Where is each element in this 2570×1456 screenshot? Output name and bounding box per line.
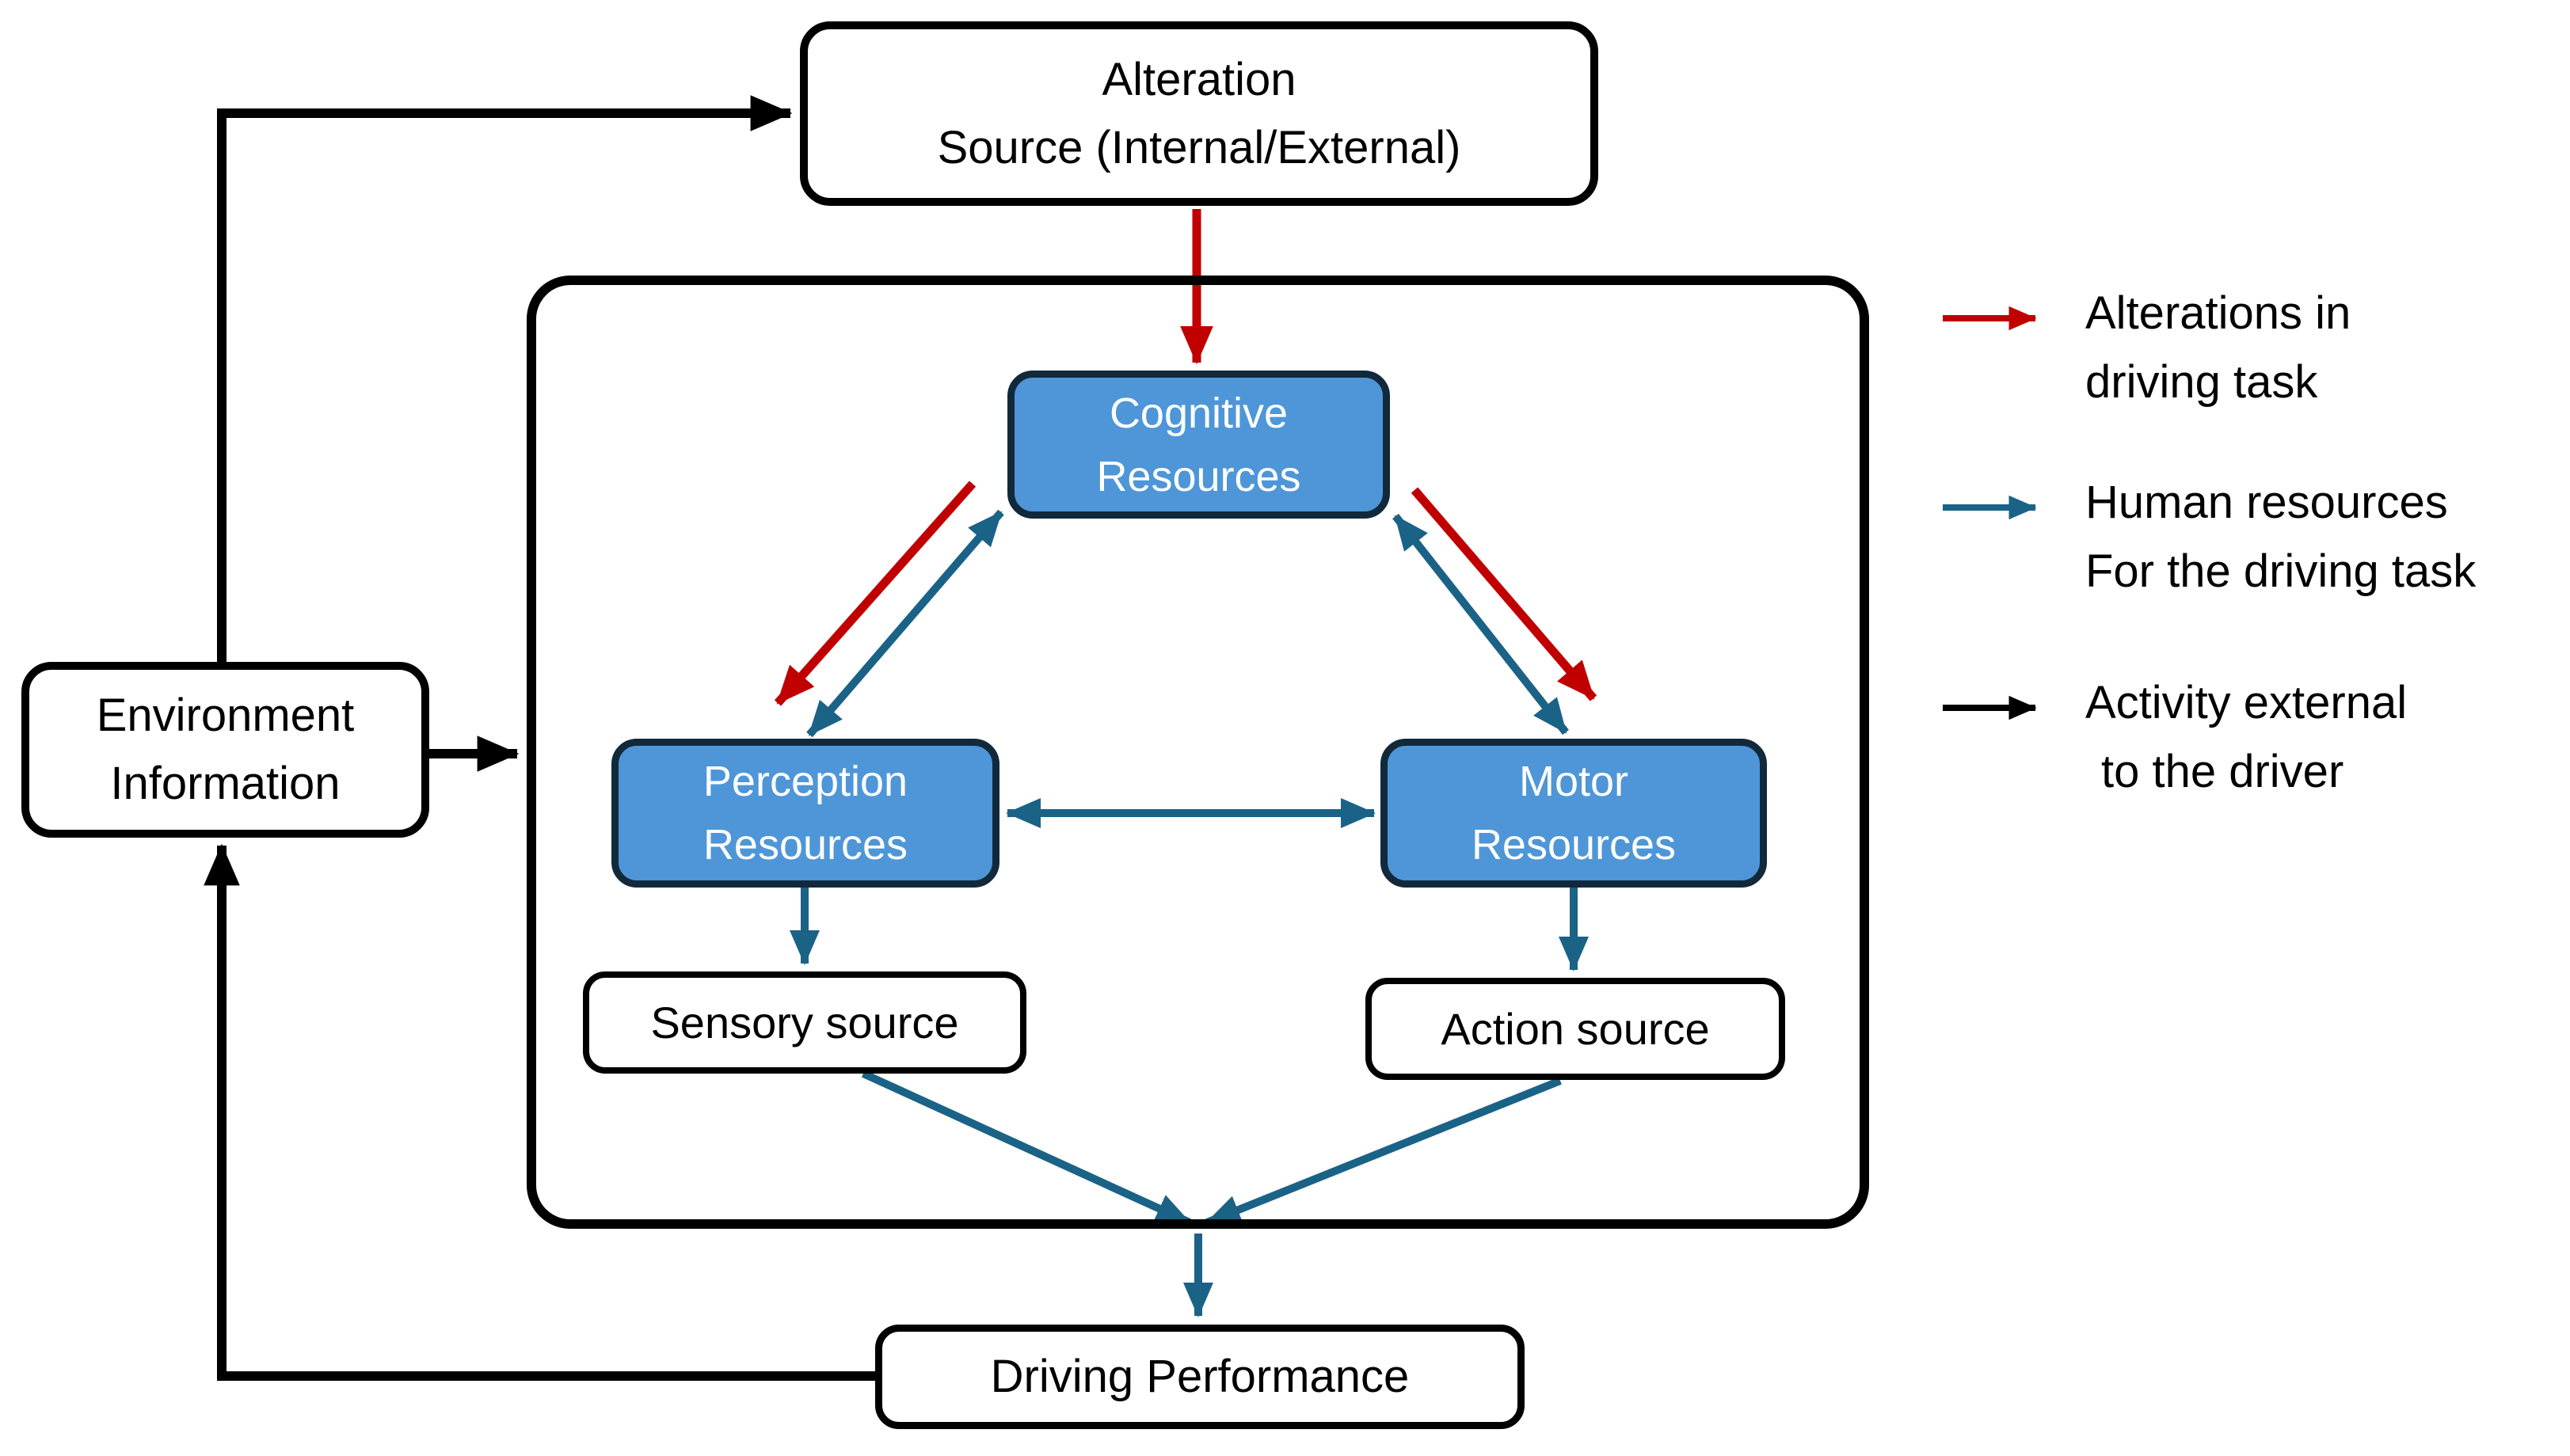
action-source-label: Action source: [1441, 1003, 1710, 1054]
legend-alterations-line1: Alterations in: [2085, 287, 2351, 339]
legend-alterations-line2: driving task: [2085, 356, 2318, 408]
legend-item-external-activity: Activity external to the driver: [2085, 668, 2570, 806]
perception-resources-line2: Resources: [702, 821, 908, 869]
node-action-source: Action source: [1365, 978, 1785, 1080]
alteration-source-line2: Source (Internal/External): [937, 121, 1461, 173]
motor-resources-line2: Resources: [1471, 821, 1677, 869]
arrow-cognitive-to-perception-red: [774, 481, 977, 706]
node-environment-information: Environment Information: [21, 662, 429, 838]
legend-human-resources-line2: For the driving task: [2085, 546, 2477, 597]
motor-resources-line1: Motor: [1518, 758, 1629, 805]
node-motor-resources: Motor Resources: [1380, 739, 1767, 888]
cognitive-resources-line2: Resources: [1096, 452, 1301, 500]
node-perception-resources: Perception Resources: [611, 739, 999, 888]
alteration-source-line1: Alteration: [1102, 53, 1296, 105]
arrow-action-to-performance-junction: [1205, 1077, 1562, 1226]
legend-item-alterations: Alterations in driving task: [2085, 279, 2570, 416]
perception-resources-line1: Perception: [702, 758, 908, 805]
driving-performance-label: Driving Performance: [990, 1351, 1410, 1402]
arrow-driving-performance-to-environment: [204, 843, 875, 1381]
arrow-perception-cognitive-bidirectional: [806, 509, 1004, 738]
arrow-environment-to-alteration-source: [217, 95, 793, 662]
node-cognitive-resources: Cognitive Resources: [1007, 371, 1390, 519]
arrow-cognitive-to-motor-red: [1411, 487, 1597, 701]
legend-external-activity-line1: Activity external: [2085, 677, 2408, 728]
legend-external-activity-line2: to the driver: [2101, 746, 2344, 797]
environment-information-line2: Information: [110, 758, 341, 809]
sensory-source-label: Sensory source: [650, 997, 959, 1047]
node-sensory-source: Sensory source: [583, 971, 1026, 1074]
legend-human-resources-line1: Human resources: [2085, 477, 2448, 528]
legend-item-human-resources: Human resources For the driving task: [2085, 468, 2570, 606]
arrow-sensory-to-performance-junction: [861, 1070, 1192, 1226]
arrow-cognitive-motor-bidirectional: [1392, 513, 1569, 736]
node-alteration-source: Alteration Source (Internal/External): [800, 21, 1598, 206]
environment-information-line1: Environment: [96, 690, 355, 741]
cognitive-resources-line1: Cognitive: [1109, 389, 1289, 437]
node-driving-performance: Driving Performance: [875, 1325, 1525, 1429]
